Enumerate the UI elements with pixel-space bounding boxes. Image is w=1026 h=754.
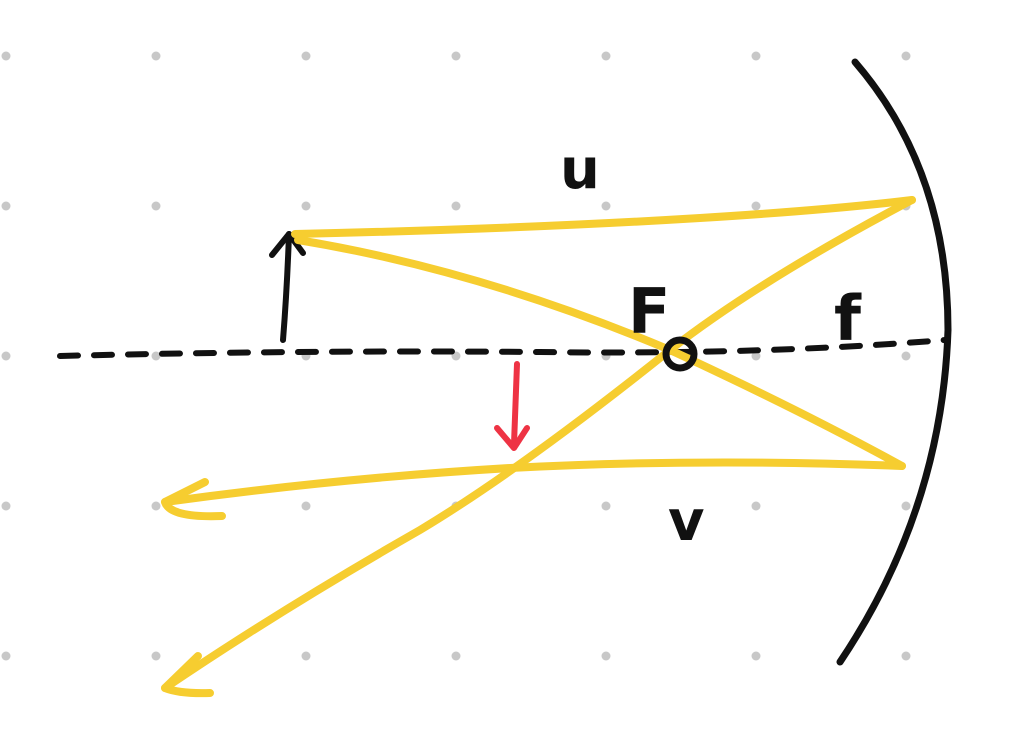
incident-rays [291,196,916,470]
object-arrow [269,231,306,343]
grid-dot [151,501,161,511]
grid-dot [1,501,11,511]
focal-point-marker [662,336,698,372]
principal-axis [57,337,948,359]
label-focal-length-f: f [834,282,862,355]
grid-dot [901,51,911,61]
grid-dot [901,501,911,511]
grid-dot [601,201,611,211]
reflected-rays [161,196,916,698]
label-focal-point-F: F [628,275,670,348]
grid-dot [451,651,461,661]
grid-dot [751,501,761,511]
grid-dot [451,51,461,61]
grid-dot [901,351,911,361]
ray-reflected-parallel [161,458,906,506]
image-arrow-head [494,425,530,451]
grid-dot [1,351,11,361]
grid-dot [751,351,761,361]
image-arrow-shaft [511,361,520,447]
grid-dot [901,651,911,661]
grid-dot [1,51,11,61]
grid-dot [301,501,311,511]
grid-dot [301,51,311,61]
grid-dot [751,51,761,61]
ray-through-focus-incident [294,236,906,470]
grid-dot [451,201,461,211]
dot-grid [1,51,911,661]
label-object-distance-u: u [560,137,600,202]
label-image-distance-v: v [668,489,705,554]
object-arrow-shaft [280,231,292,343]
arrowhead-parallel-ray [161,478,226,521]
grid-dot [151,201,161,211]
grid-dot [1,201,11,211]
grid-dot [151,651,161,661]
grid-dot [301,651,311,661]
grid-dot [151,351,161,361]
object-arrow-head [269,231,306,258]
grid-dot [151,51,161,61]
concave-mirror [836,58,952,666]
grid-dot [601,651,611,661]
grid-dot [1,651,11,661]
ray-parallel-incident [291,196,916,238]
image-arrow [494,361,530,451]
grid-dot [301,201,311,211]
ray-reflected-through-focus [161,196,916,692]
arrowhead-focus-ray [161,652,214,698]
grid-dot [751,651,761,661]
grid-dot [601,501,611,511]
grid-dot [601,51,611,61]
grid-dot [751,201,761,211]
